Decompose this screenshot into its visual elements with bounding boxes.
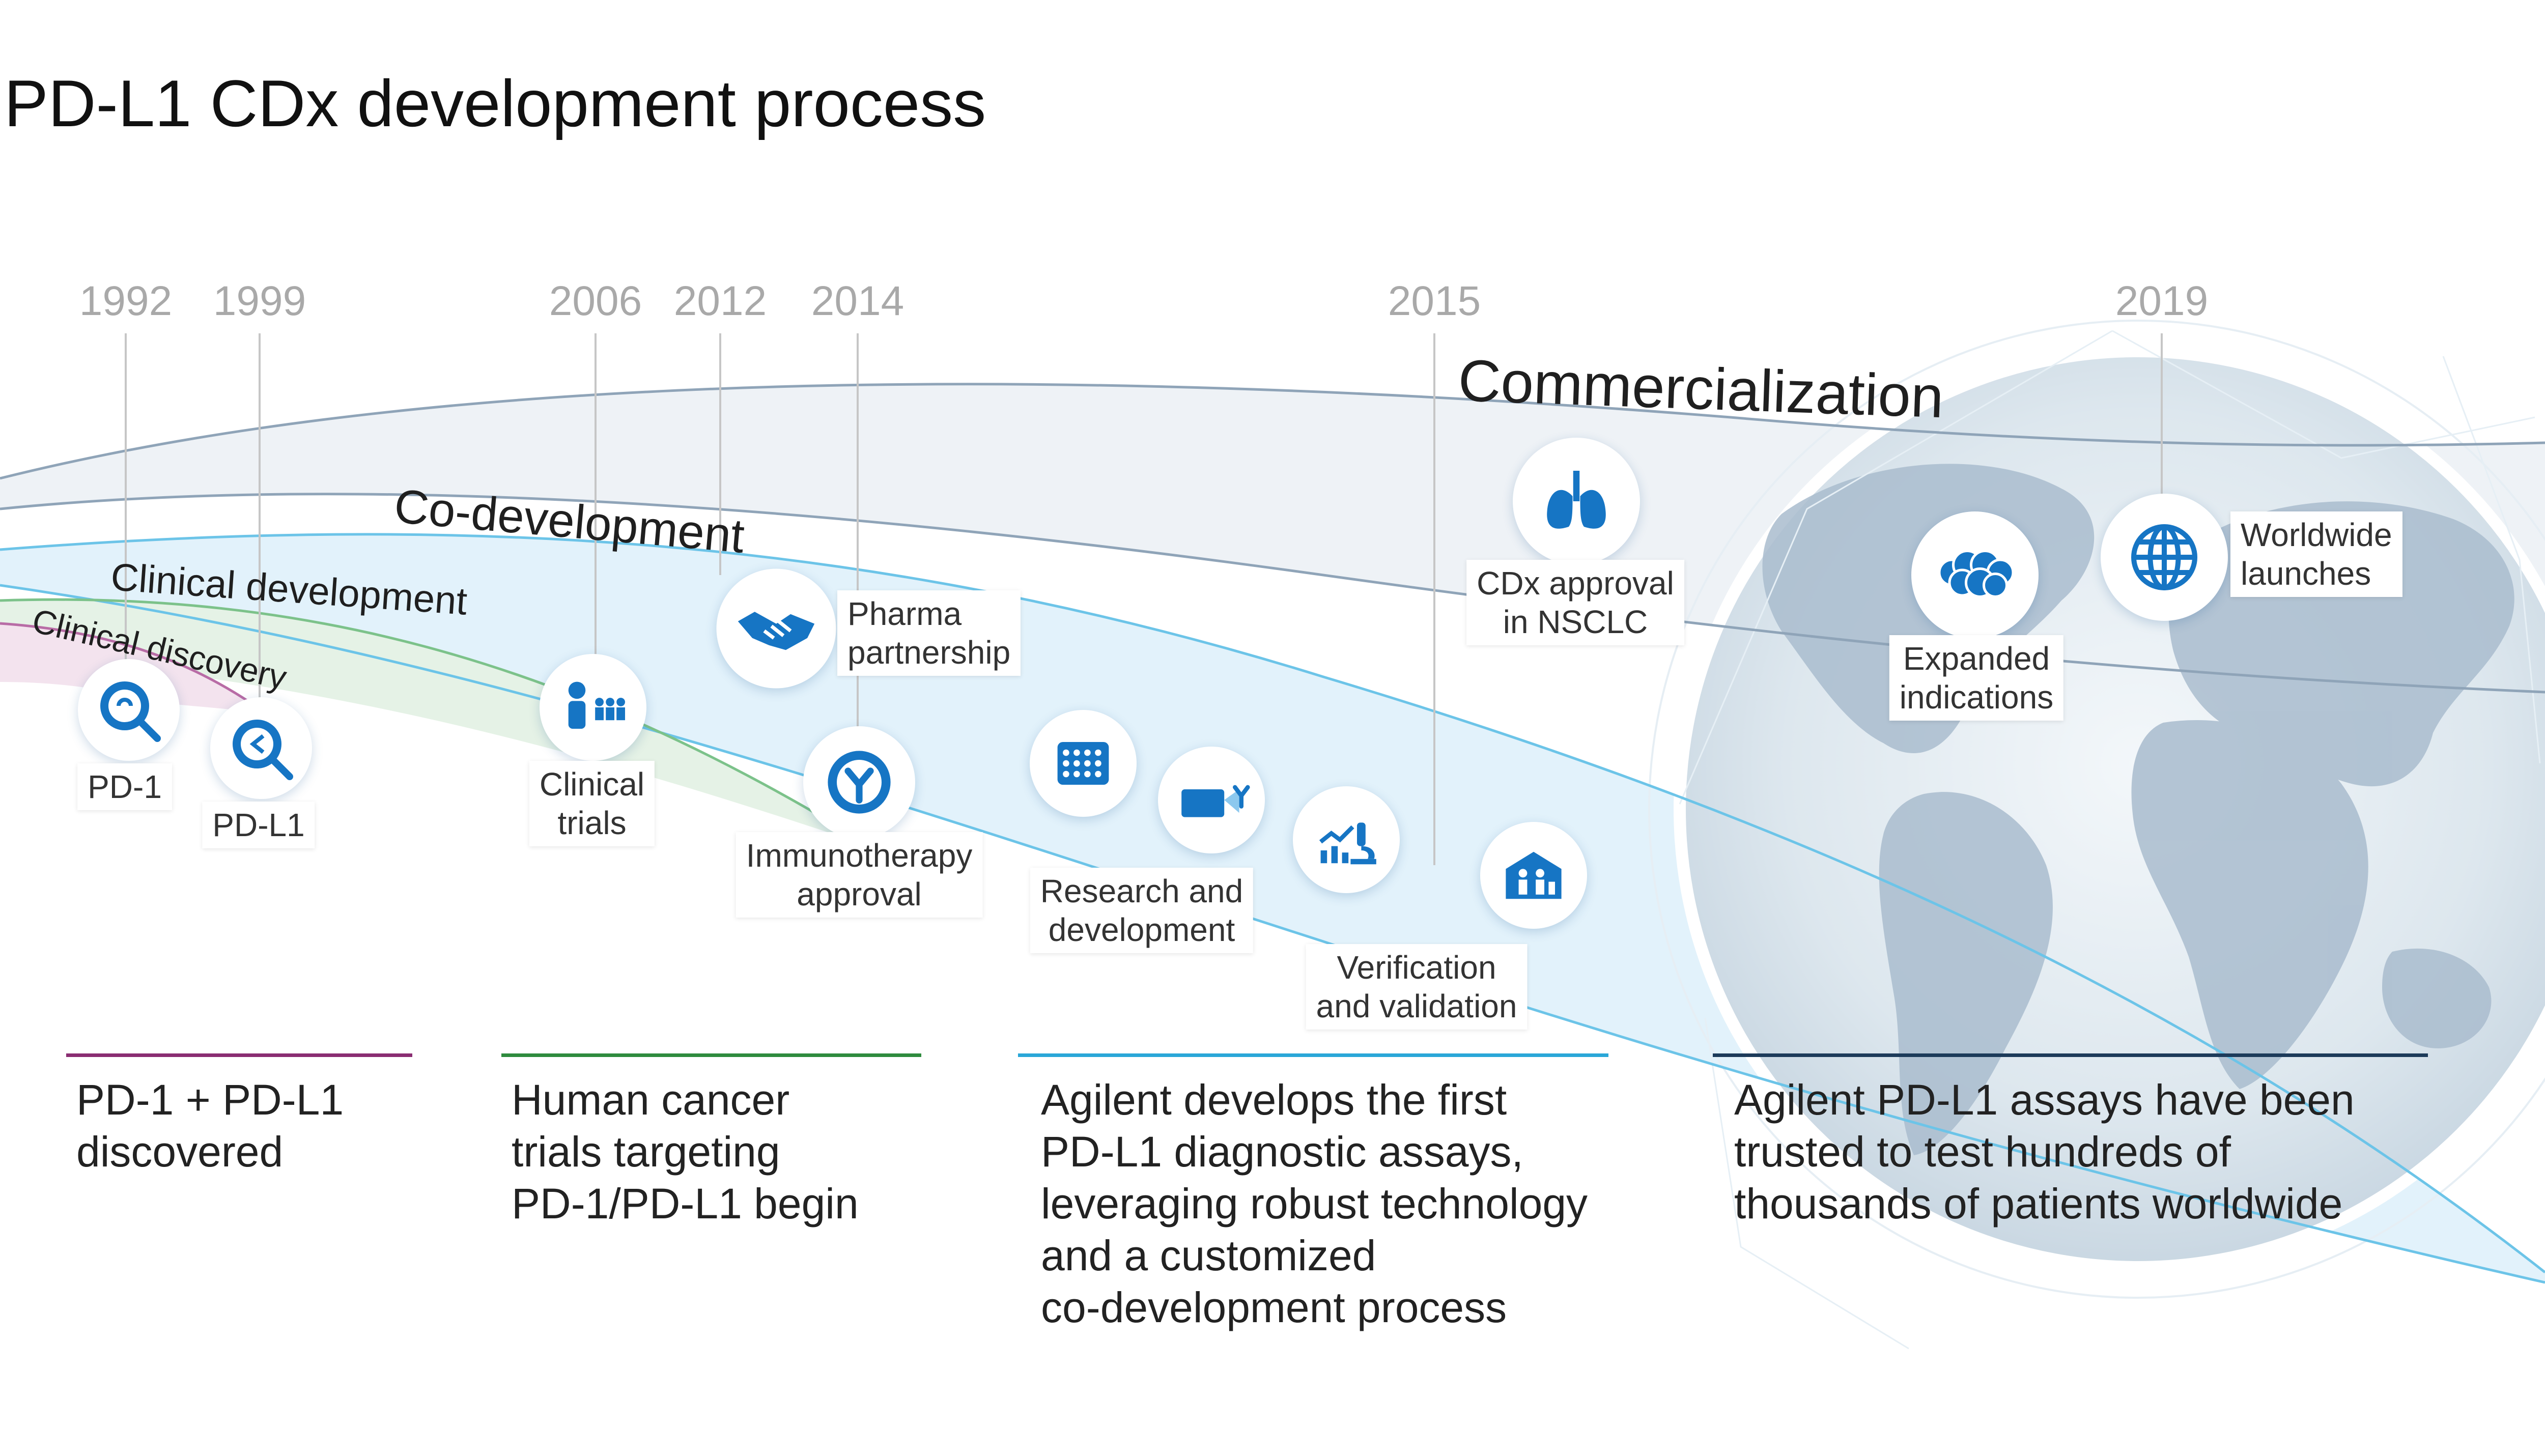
magnifier-icon: [78, 659, 180, 761]
antibody-icon: [803, 726, 915, 838]
well-plate-icon: [1030, 710, 1137, 817]
year-label: 2015: [1388, 278, 1481, 324]
tumor-cells-icon: [1911, 511, 2039, 639]
globe-continents: [1762, 464, 2514, 1155]
globe-ring: [1648, 320, 2545, 1299]
microscope-icon: [1293, 786, 1400, 893]
slide-scan-icon: [1158, 747, 1265, 853]
commercialization-curve-lower: [0, 493, 2545, 694]
codevelopment-curve: [0, 533, 2545, 1273]
year-label: 2012: [673, 278, 767, 324]
section-rule-discovery: [66, 1053, 412, 1057]
magnifier-icon: [210, 697, 312, 799]
network-lines: [1679, 330, 2541, 1350]
clinical-development-curve: [0, 598, 836, 826]
year-label: 1999: [213, 278, 306, 324]
milestone-label: PD-1: [77, 763, 172, 810]
page-title: PD-L1 CDx development process: [4, 66, 986, 140]
laboratory-icon: [1480, 822, 1587, 929]
section-rule-trusted: [1713, 1053, 2428, 1057]
year-label: 1992: [79, 278, 173, 324]
year-label: 2006: [549, 278, 642, 324]
milestone-label: PD-L1: [202, 802, 315, 848]
section-rule-trials: [501, 1053, 921, 1057]
commercialization-curve: [0, 383, 2545, 480]
handshake-icon: [716, 568, 836, 689]
globe-icon: [2101, 494, 2228, 621]
year-ticks: [125, 333, 2163, 865]
clinical-development-band: [0, 599, 835, 835]
codevelopment-curve-lower: [0, 584, 2545, 1284]
section-rule-agilent-first: [1018, 1053, 1608, 1057]
year-label: 2014: [811, 278, 904, 324]
lungs-icon: [1513, 438, 1640, 565]
year-label: 2019: [2115, 278, 2209, 324]
clinical-trials-icon: [540, 654, 646, 761]
clinical-discovery-curve: [0, 622, 266, 714]
